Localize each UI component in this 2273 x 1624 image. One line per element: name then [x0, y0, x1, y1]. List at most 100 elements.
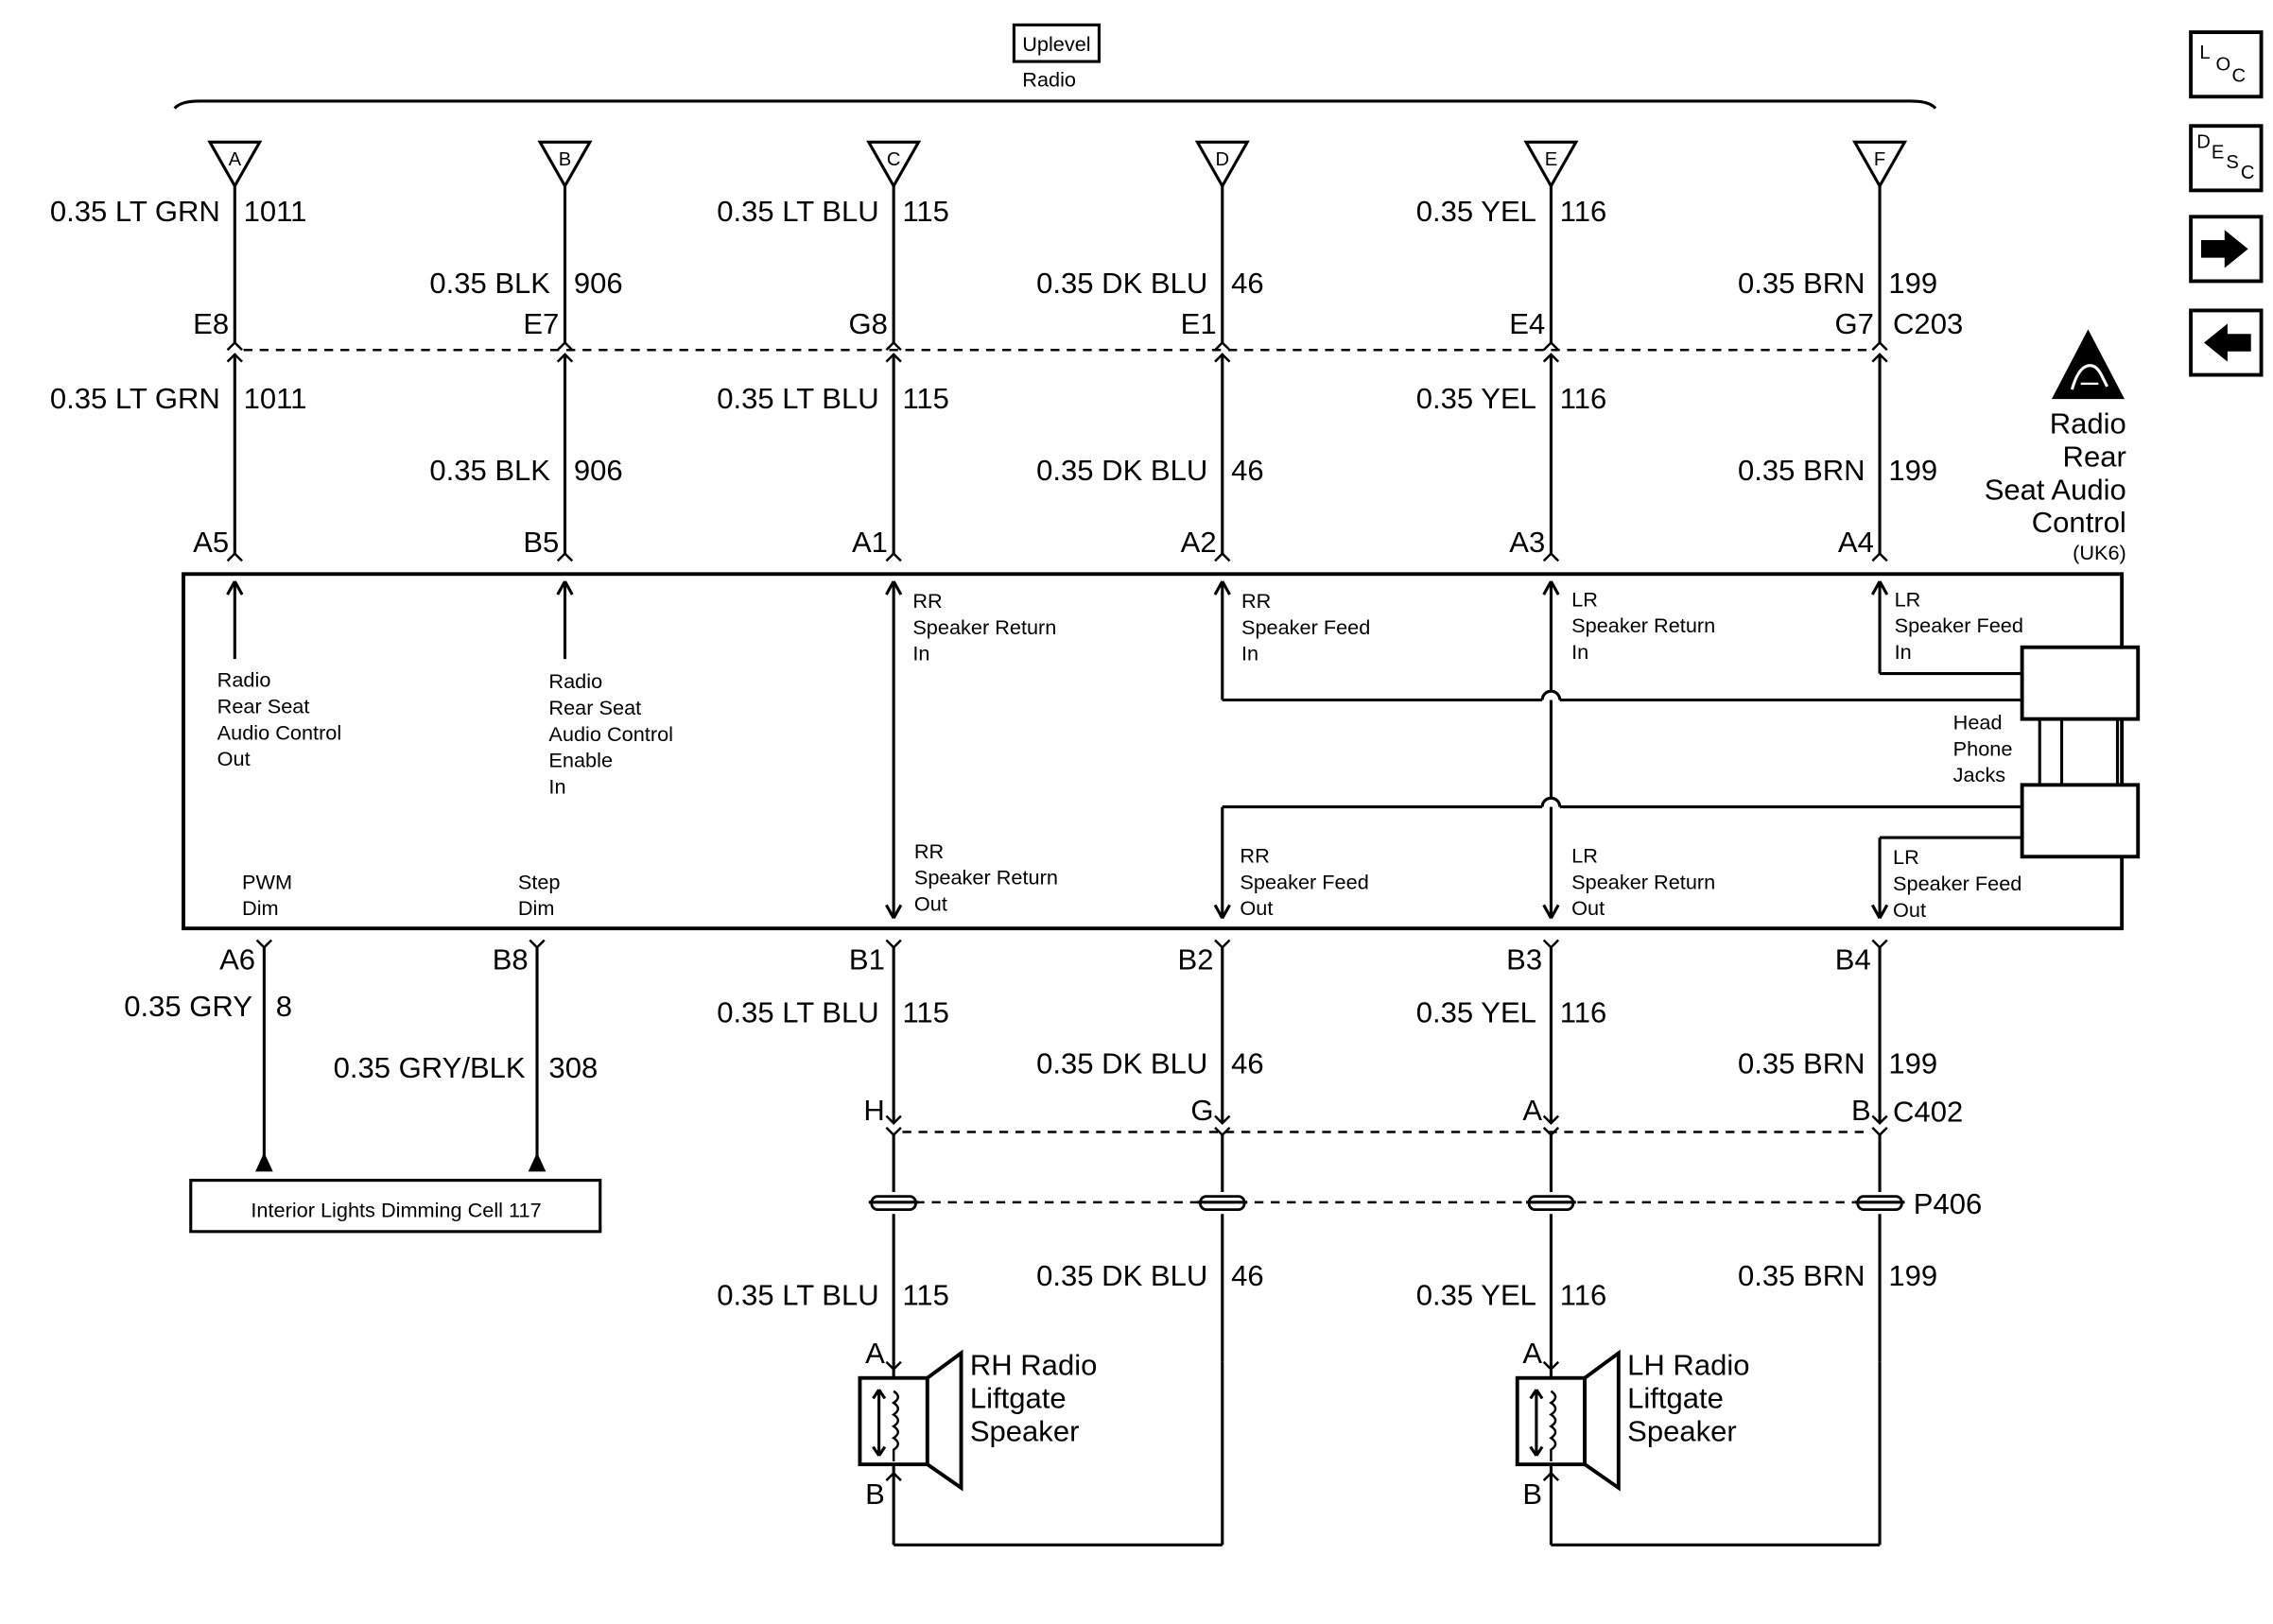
- arrow-head: [556, 580, 566, 596]
- module-pin-label: B5: [523, 526, 559, 559]
- module-pin-label: A3: [1509, 526, 1545, 559]
- rr-speaker-return-out-label-line: Speaker Return: [914, 866, 1058, 890]
- circuit-number-label: 46: [1231, 454, 1264, 487]
- c203-connector-label: C203: [1893, 307, 1963, 340]
- arrow-head: [892, 904, 903, 920]
- wire-color-label: 0.35 BRN: [1738, 267, 1865, 300]
- c203-pin-label: E1: [1181, 307, 1217, 340]
- speaker-pin-a-label: A: [1522, 1337, 1542, 1370]
- wire-crossover: [1540, 689, 1562, 700]
- circuit-number-label: 906: [574, 454, 623, 487]
- radio-pin-label: C: [887, 149, 901, 170]
- wire-color-label: 0.35 BRN: [1738, 1259, 1865, 1292]
- c402-pin-chevron: [885, 1126, 902, 1137]
- pwm-dim-label-line: PWM: [242, 870, 292, 893]
- module-title-line: Seat Audio: [1985, 473, 2126, 506]
- dimming-cell-label: Interior Lights Dimming Cell 117: [251, 1198, 541, 1221]
- pwm-dim-label-line: Dim: [242, 896, 279, 920]
- wire-color-label: 0.35 YEL: [1416, 1278, 1536, 1311]
- wire-color-label: 0.35 YEL: [1416, 382, 1536, 415]
- module-pin-label: A4: [1838, 526, 1874, 559]
- c203-pin-chevron: [885, 340, 902, 352]
- radio-pin-label: D: [1216, 149, 1230, 170]
- c402-pin-label: H: [863, 1094, 884, 1127]
- speaker-pin-chevron: [1542, 1471, 1560, 1482]
- lr-speaker-feed-in-label-line: In: [1895, 640, 1912, 664]
- arrow-head: [233, 580, 244, 596]
- c203-pin-chevron: [1871, 340, 1888, 352]
- circuit-number-label: 199: [1888, 1047, 1937, 1080]
- module-pin-label: A5: [193, 526, 229, 559]
- module-pin-chevron: [1214, 551, 1231, 562]
- wire-color-label: 0.35 BRN: [1738, 1047, 1865, 1080]
- wire-color-label: 0.35 LT BLU: [717, 995, 878, 1028]
- circuit-number-label: 116: [1560, 1278, 1606, 1311]
- module-title-line: Control: [2032, 506, 2126, 539]
- c402-pin-chevron: [1542, 1126, 1560, 1137]
- rr-speaker-return-in-label-line: In: [912, 642, 929, 665]
- radio-rear-seat-audio-out-label-line: Radio: [217, 668, 271, 692]
- wire-color-label: 0.35 YEL: [1416, 195, 1536, 228]
- prev-button[interactable]: [2189, 308, 2264, 377]
- wire-color-label: 0.35 DK BLU: [1036, 1047, 1207, 1080]
- arrow-head: [1221, 580, 1231, 596]
- radio-rear-seat-audio-out-label-line: Rear Seat: [217, 694, 310, 717]
- module-box: [182, 572, 2125, 931]
- c203-pin-chevron: [226, 340, 243, 352]
- desc-button-frame: [2189, 124, 2264, 193]
- nav-letter: E: [2212, 142, 2224, 163]
- radio-pin-triangle: [537, 140, 593, 189]
- wire-color-label: 0.35 DK BLU: [1036, 1259, 1207, 1292]
- wire-color-label: 0.35 BLK: [429, 454, 550, 487]
- rr-speaker-feed-in-label-line: RR: [1241, 589, 1271, 613]
- radio-pin-triangle: [1194, 140, 1250, 189]
- module-code-label: (UK6): [2073, 541, 2126, 564]
- next-button[interactable]: [2189, 215, 2264, 284]
- circuit-number-label: 116: [1560, 382, 1606, 415]
- lr-speaker-feed-out-label-line: LR: [1893, 845, 1919, 869]
- speaker-internal-arrow: [872, 1445, 880, 1457]
- circuit-number-label: 46: [1231, 267, 1264, 300]
- radio-rear-seat-enable-label-line: In: [548, 775, 565, 799]
- arrow-head: [1213, 580, 1224, 596]
- speaker-internal-arrow: [1529, 1445, 1538, 1457]
- circuit-number-label: 199: [1888, 454, 1937, 487]
- lr-speaker-return-out-label-line: Speaker Return: [1571, 870, 1715, 893]
- loc-button[interactable]: LOC: [2189, 30, 2264, 99]
- speaker-name-label-line: Liftgate: [970, 1382, 1067, 1415]
- speaker-name-label-line: Speaker: [970, 1414, 1080, 1447]
- rr-speaker-feed-out-label-line: Out: [1240, 896, 1273, 920]
- dimming-cell-box: [189, 1179, 602, 1234]
- wire-color-label: 0.35 BLK: [429, 267, 550, 300]
- c203-pin-chevron: [556, 340, 574, 352]
- module-pin-chevron: [1871, 551, 1888, 562]
- speaker-pin-a-label: A: [865, 1337, 885, 1370]
- p406-label: P406: [1914, 1187, 1982, 1220]
- connector-arrow: [528, 1152, 547, 1172]
- circuit-number-label: 116: [1560, 995, 1606, 1028]
- head-phone-jacks-label-line: Jacks: [1953, 763, 2006, 786]
- rr-speaker-return-in-label-line: Speaker Return: [912, 615, 1056, 639]
- circuit-number-label: 199: [1888, 1259, 1937, 1292]
- radio-rear-seat-enable-label-line: Rear Seat: [548, 696, 641, 719]
- circuit-number-label: 906: [574, 267, 623, 300]
- circuit-number-label: 1011: [244, 195, 307, 228]
- c402-pin-label: A: [1522, 1094, 1542, 1127]
- module-pin-label: A2: [1181, 526, 1217, 559]
- radio-pin-triangle: [207, 140, 263, 189]
- module-pin-chevron: [1542, 551, 1560, 562]
- wire-color-label: 0.35 DK BLU: [1036, 267, 1207, 300]
- c402-pin-chevron: [1871, 1114, 1888, 1125]
- radio-pin-triangle: [1852, 140, 1908, 189]
- wire-color-label: 0.35 YEL: [1416, 995, 1536, 1028]
- radio-rear-seat-enable-label-line: Audio Control: [548, 722, 673, 746]
- lr-speaker-feed-out-label-line: Speaker Feed: [1893, 872, 2021, 895]
- uplevel-box: [1012, 23, 1101, 63]
